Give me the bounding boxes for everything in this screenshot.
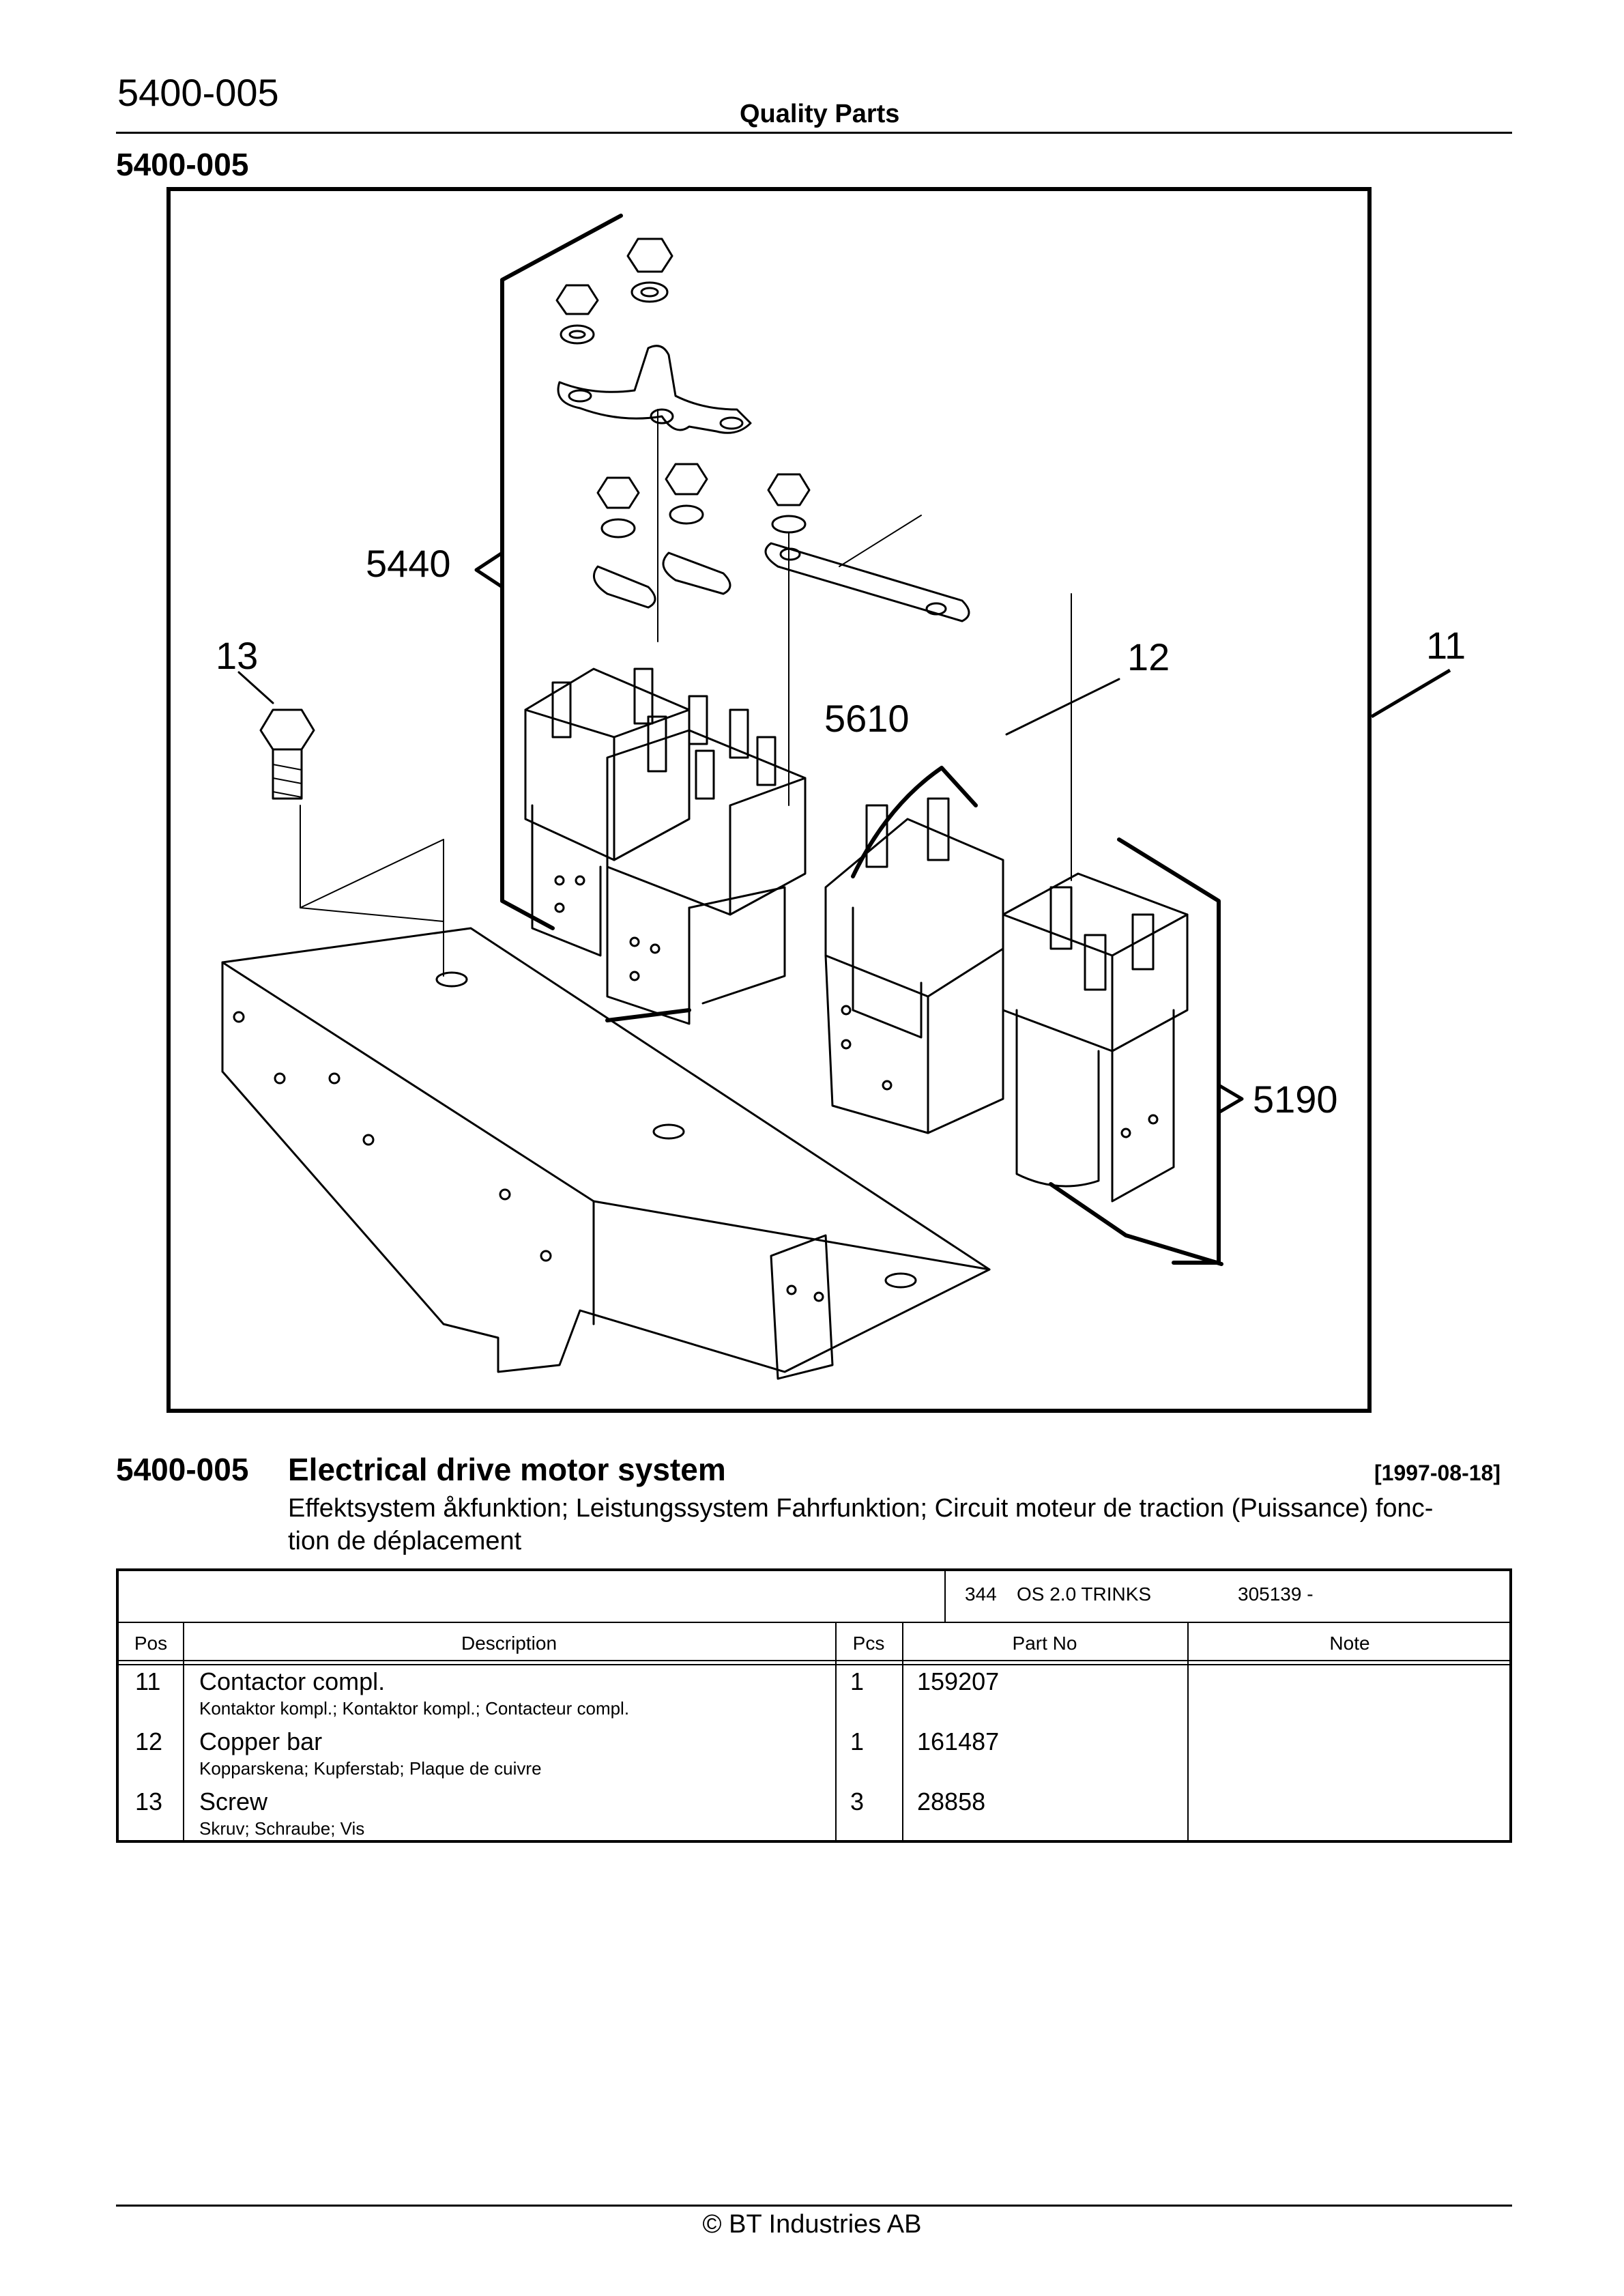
translations-line-2: tion de déplacement xyxy=(288,1527,522,1555)
header-title: Quality Parts xyxy=(740,100,900,128)
column-header-description: Description xyxy=(461,1633,557,1654)
exploded-view-figure: 5440 13 12 11 5610 5190 xyxy=(166,187,1372,1413)
row-translations: Skruv; Schraube; Vis xyxy=(199,1818,365,1839)
column-header-note: Note xyxy=(1329,1633,1370,1654)
leader-11-outside xyxy=(1370,669,1451,719)
row-pos: 11 xyxy=(135,1667,161,1695)
parts-table: 344 OS 2.0 TRINKS 305139 - Pos Descripti… xyxy=(116,1568,1512,1843)
nut-washer-stack-top xyxy=(555,238,673,345)
row-pos: 12 xyxy=(135,1727,163,1755)
bracket-5440-pointer xyxy=(474,551,504,589)
row-part-no: 159207 xyxy=(917,1667,1000,1695)
callout-12: 12 xyxy=(1127,635,1170,678)
contactor-5190 xyxy=(1002,593,1189,1203)
model-name: OS 2.0 TRINKS xyxy=(1017,1583,1152,1605)
bracket-5190-bottom xyxy=(1049,1182,1223,1266)
bracket-5190 xyxy=(1117,837,1221,1265)
bracket-5190-pointer xyxy=(1217,1083,1244,1115)
row-part-no: 161487 xyxy=(917,1727,1000,1755)
contactor-5610 xyxy=(764,473,1004,1134)
nut-plate-stack-middle xyxy=(592,463,731,609)
bracket-5440-bottom xyxy=(605,1008,691,1022)
row-pcs: 1 xyxy=(850,1667,865,1695)
contactor-pair-5440 xyxy=(524,668,807,1025)
callout-5440: 5440 xyxy=(366,542,451,585)
callout-11-outside: 11 xyxy=(1426,624,1466,667)
row-pos: 13 xyxy=(135,1788,163,1816)
column-header-pos: Pos xyxy=(134,1633,168,1654)
exploded-view-drawing: 5440 13 12 11 5610 5190 xyxy=(216,214,1338,1380)
row-translations: Kontaktor kompl.; Kontaktor kompl.; Cont… xyxy=(199,1698,630,1719)
model-number: 344 xyxy=(965,1583,997,1605)
screw-13 xyxy=(259,708,444,977)
section-code: 5400-005 xyxy=(116,147,249,182)
page-code: 5400-005 xyxy=(117,71,279,114)
row-description: Screw xyxy=(199,1788,268,1816)
column-header-pcs: Pcs xyxy=(852,1633,885,1654)
row-description: Contactor compl. xyxy=(199,1667,386,1695)
copper-strap xyxy=(557,345,752,434)
bracket-5440 xyxy=(500,214,623,930)
callout-13: 13 xyxy=(216,634,258,677)
callout-5190: 5190 xyxy=(1253,1078,1338,1121)
row-pcs: 1 xyxy=(850,1727,865,1755)
callout-5610: 5610 xyxy=(824,697,910,740)
serial-range: 305139 - xyxy=(1238,1583,1314,1605)
row-pcs: 3 xyxy=(850,1788,865,1816)
translations-line-1: Effektsystem åkfunktion; Leistungssystem… xyxy=(288,1494,1434,1523)
bracket-5610 xyxy=(851,766,978,878)
header-divider xyxy=(116,132,1512,134)
leader-12 xyxy=(1005,678,1120,736)
issue-date: [1997-08-18] xyxy=(1374,1461,1500,1485)
row-translations: Kopparskena; Kupferstab; Plaque de cuivr… xyxy=(199,1758,542,1779)
leader-13 xyxy=(237,671,274,704)
footer-copyright: © BT Industries AB xyxy=(702,2210,922,2239)
part-group-title: Electrical drive motor system xyxy=(288,1452,726,1487)
row-description: Copper bar xyxy=(199,1727,323,1755)
mounting-plate xyxy=(221,927,991,1380)
column-header-part-no: Part No xyxy=(1012,1633,1077,1654)
footer-divider xyxy=(116,2205,1512,2207)
title-translations: Effektsystem åkfunktion; Leistungssystem… xyxy=(288,1492,1503,1558)
row-part-no: 28858 xyxy=(917,1788,986,1816)
part-group-code: 5400-005 xyxy=(116,1452,249,1487)
